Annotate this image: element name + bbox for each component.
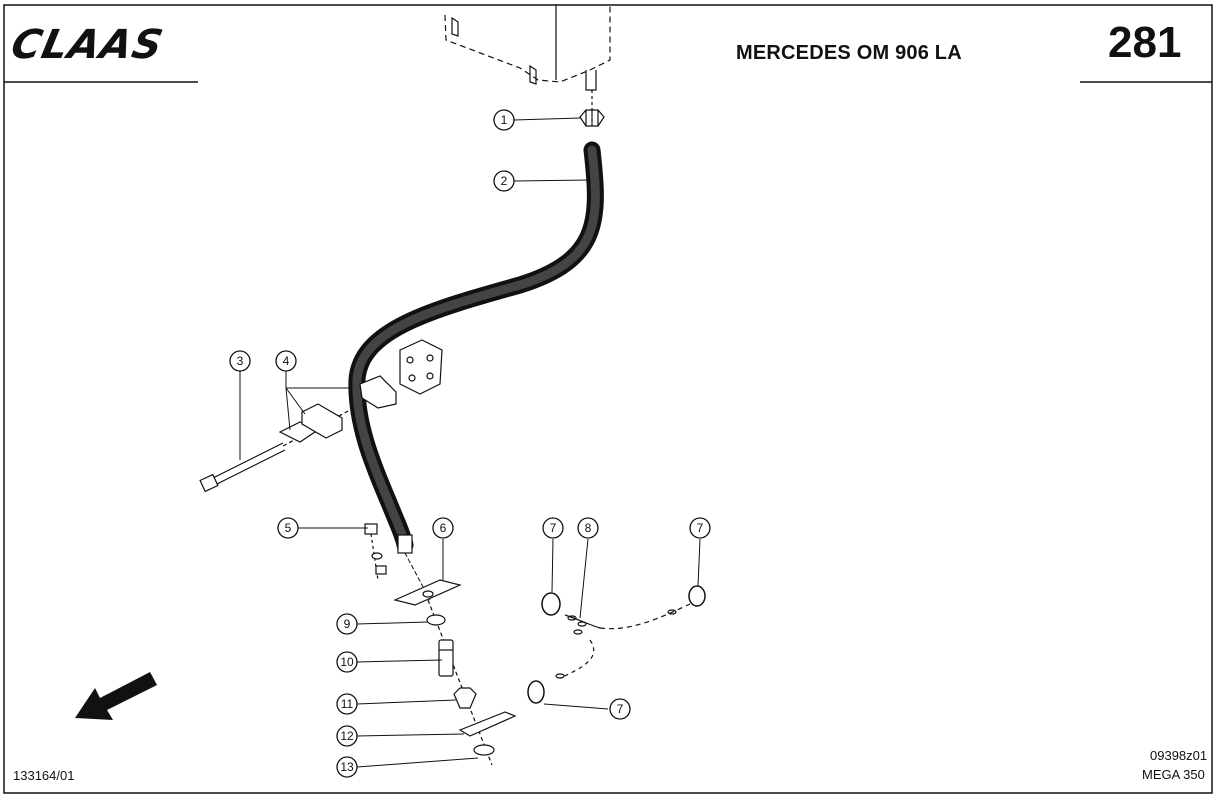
part-12-bracket xyxy=(458,711,517,737)
svg-text:3: 3 xyxy=(237,354,244,368)
callout-4: 4 xyxy=(275,350,297,372)
svg-text:1: 1 xyxy=(501,113,508,127)
svg-text:10: 10 xyxy=(340,655,354,669)
part-4-clamp xyxy=(278,339,443,443)
direction-arrow xyxy=(75,672,157,720)
leader-lines xyxy=(239,117,701,768)
callout-12: 12 xyxy=(336,725,358,747)
part-9-washer xyxy=(426,614,446,626)
callout-13: 13 xyxy=(336,756,358,778)
svg-text:8: 8 xyxy=(585,521,592,535)
svg-text:2: 2 xyxy=(501,174,508,188)
part-7-seal-rings xyxy=(527,585,706,704)
svg-text:11: 11 xyxy=(341,697,354,711)
svg-text:7: 7 xyxy=(617,702,624,716)
svg-text:12: 12 xyxy=(340,729,354,743)
svg-text:4: 4 xyxy=(283,354,290,368)
part-13-washer xyxy=(473,744,495,756)
callout-3: 3 xyxy=(229,350,251,372)
part-8-chain xyxy=(555,603,691,679)
svg-text:13: 13 xyxy=(340,760,354,774)
callout-7-bottom: 7 xyxy=(609,698,631,720)
svg-text:7: 7 xyxy=(550,521,557,535)
part-5-screw xyxy=(364,523,387,581)
catalog-reference: 133164/01 xyxy=(13,768,75,783)
svg-text:7: 7 xyxy=(697,521,704,535)
callout-7-right: 7 xyxy=(689,517,711,539)
callout-11: 11 xyxy=(336,693,358,715)
callout-10: 10 xyxy=(336,651,358,673)
part-2-hose xyxy=(348,141,604,601)
brand-logo: CLAAS xyxy=(7,22,168,68)
callout-5: 5 xyxy=(277,517,299,539)
page-border xyxy=(3,4,1213,794)
engine-housing xyxy=(444,5,611,91)
svg-text:6: 6 xyxy=(440,521,447,535)
model-name: MEGA 350 xyxy=(1142,767,1205,782)
part-1-union-nut xyxy=(579,90,605,127)
part-6-flange xyxy=(393,579,493,766)
svg-text:5: 5 xyxy=(285,521,292,535)
part-10-nipple xyxy=(438,639,454,677)
callout-2: 2 xyxy=(493,170,515,192)
callout-8: 8 xyxy=(577,517,599,539)
part-11-nut xyxy=(453,687,477,709)
page-number: 281 xyxy=(1108,18,1182,67)
callout-6: 6 xyxy=(432,517,454,539)
callout-1: 1 xyxy=(493,109,515,131)
engine-title: MERCEDES OM 906 LA xyxy=(736,42,962,64)
svg-text:9: 9 xyxy=(344,617,351,631)
drawing-number: 09398z01 xyxy=(1150,748,1208,763)
callout-9: 9 xyxy=(336,613,358,635)
callout-7-left: 7 xyxy=(542,517,564,539)
